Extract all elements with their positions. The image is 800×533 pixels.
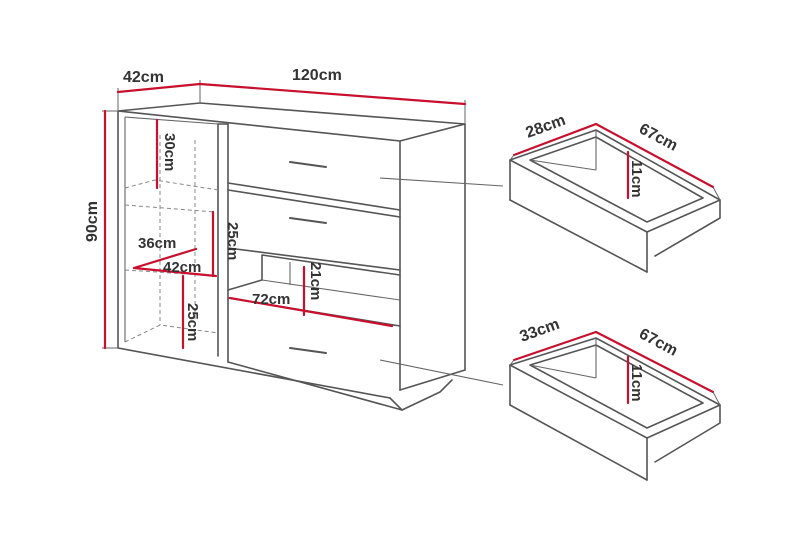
drawer-bottom-height-label: 11cm bbox=[628, 364, 645, 402]
drawer-bottom-width-label: 67cm bbox=[636, 326, 680, 360]
drawer-opening-width-label: 72cm bbox=[252, 291, 290, 308]
cabinet-depth-label: 42cm bbox=[123, 69, 164, 86]
shelf-width-label: 42cm bbox=[163, 259, 201, 276]
cabinet-width-label: 120cm bbox=[292, 67, 342, 84]
dimension-labels: 120cm 42cm 90cm 30cm 25cm 25cm 36cm 42cm… bbox=[84, 67, 680, 402]
drawer-bottom-drawing bbox=[509, 337, 721, 481]
shelf-depth-label: 36cm bbox=[138, 235, 176, 252]
shelf-mid-height-label: 25cm bbox=[224, 222, 241, 260]
shelf-top-height-label: 30cm bbox=[161, 133, 178, 171]
cabinet-height-label: 90cm bbox=[84, 201, 101, 242]
dimension-lines bbox=[102, 80, 721, 406]
drawer-bottom-depth-label: 33cm bbox=[518, 316, 562, 346]
shelf-bottom-height-label: 25cm bbox=[184, 303, 201, 341]
cabinet-drawing bbox=[117, 102, 504, 411]
drawer-opening-height-label: 21cm bbox=[307, 262, 324, 300]
drawer-top-drawing bbox=[509, 129, 721, 273]
drawer-top-height-label: 11cm bbox=[628, 160, 645, 198]
